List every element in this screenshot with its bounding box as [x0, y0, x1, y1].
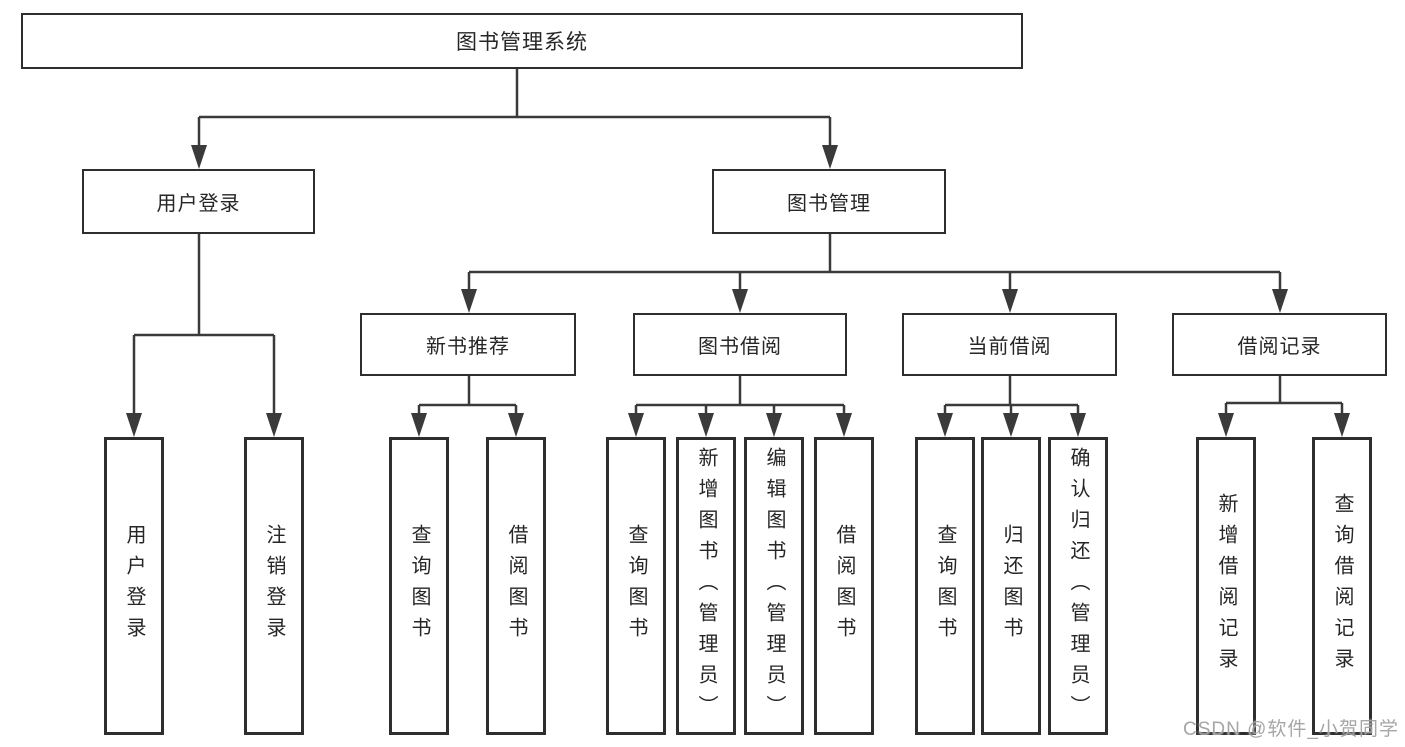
node-borrowing-records: 借阅记录	[1172, 313, 1387, 376]
node-label: 新增借阅记录	[1215, 493, 1237, 679]
node-label: 查询图书	[625, 524, 647, 648]
node-label: 借阅图书	[505, 524, 527, 648]
node-label: 用户登录	[156, 193, 241, 215]
leaf-logout: 注销登录	[244, 437, 304, 735]
connector-book-borrowing-children	[628, 375, 852, 437]
node-user-login: 用户登录	[82, 169, 315, 234]
node-label: 确认归还（管理员）	[1067, 446, 1089, 726]
leaf-query-books-current: 查询图书	[915, 437, 975, 735]
node-new-book-recommendation: 新书推荐	[360, 313, 576, 376]
node-label: 图书管理系统	[456, 31, 588, 54]
connector-book-management-children	[461, 234, 1288, 313]
node-label: 归还图书	[1000, 524, 1022, 648]
csdn-watermark: CSDN @软件_小贺同学	[1183, 719, 1399, 740]
node-label: 借阅图书	[833, 524, 855, 648]
node-label: 查询图书	[934, 524, 956, 648]
node-book-borrowing: 图书借阅	[633, 313, 847, 376]
leaf-query-books-borrow: 查询图书	[606, 437, 666, 735]
leaf-add-borrow-record: 新增借阅记录	[1196, 437, 1256, 735]
leaf-borrow-books-borrow: 借阅图书	[814, 437, 874, 735]
node-label: 图书借阅	[698, 336, 782, 358]
node-label: 编辑图书（管理员）	[763, 446, 785, 726]
node-book-management: 图书管理	[712, 169, 946, 234]
node-label: 注销登录	[263, 524, 285, 648]
connector-new-book-children	[411, 375, 524, 437]
connector-user-login-children	[126, 234, 282, 437]
node-label: 新增图书（管理员）	[695, 446, 717, 726]
leaf-edit-book-admin: 编辑图书（管理员）	[744, 437, 804, 735]
node-library-management-system: 图书管理系统	[21, 13, 1023, 69]
connector-root-to-level2	[191, 69, 838, 169]
leaf-query-books-recommend: 查询图书	[389, 437, 449, 735]
node-label: 查询借阅记录	[1331, 493, 1353, 679]
node-label: 用户登录	[123, 524, 145, 648]
leaf-add-book-admin: 新增图书（管理员）	[676, 437, 736, 735]
node-label: 新书推荐	[426, 336, 510, 358]
leaf-borrow-books-recommend: 借阅图书	[486, 437, 546, 735]
leaf-user-login: 用户登录	[104, 437, 164, 735]
node-label: 查询图书	[408, 524, 430, 648]
leaf-confirm-return-admin: 确认归还（管理员）	[1048, 437, 1108, 735]
node-current-borrowing: 当前借阅	[902, 313, 1117, 376]
leaf-return-books: 归还图书	[981, 437, 1041, 735]
connector-borrowing-records-children	[1218, 375, 1350, 437]
leaf-query-borrow-record: 查询借阅记录	[1312, 437, 1372, 735]
node-label: 当前借阅	[967, 336, 1052, 358]
node-label: 图书管理	[787, 193, 871, 215]
node-label: 借阅记录	[1237, 336, 1322, 358]
connector-current-borrowing-children	[937, 375, 1086, 437]
